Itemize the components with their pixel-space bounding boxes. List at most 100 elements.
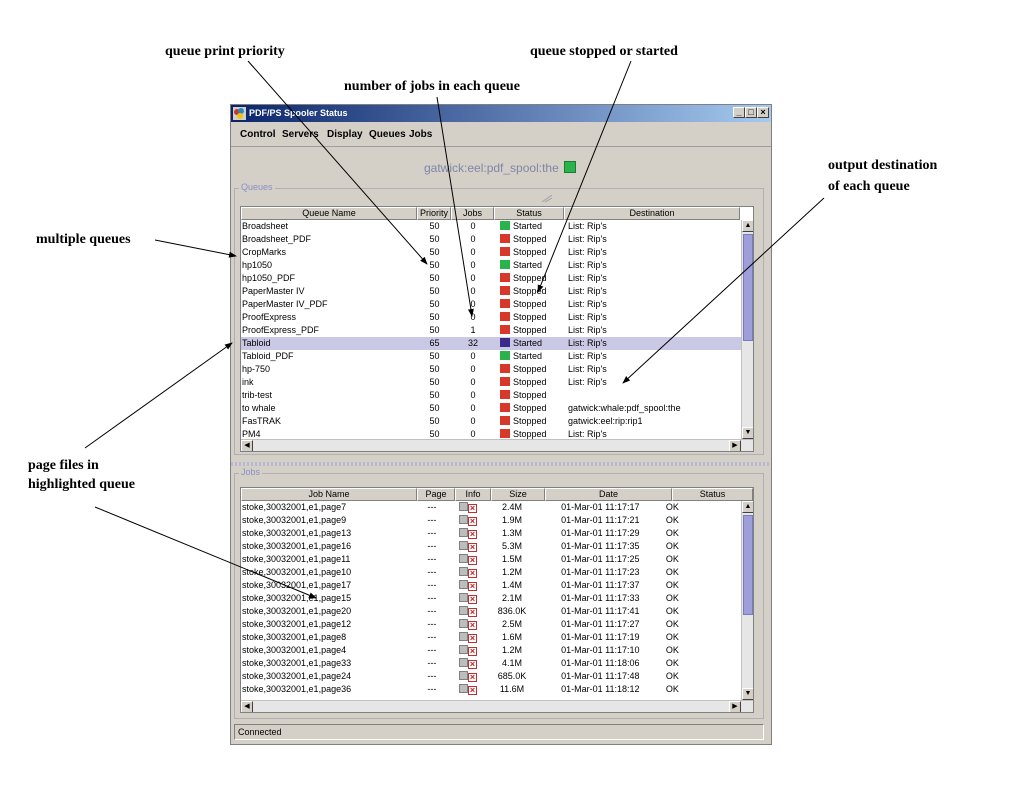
scroll-down-icon[interactable]: ▼: [742, 427, 753, 439]
info-preview-icon[interactable]: [459, 645, 469, 654]
info-delete-icon[interactable]: ×: [468, 620, 478, 630]
info-preview-icon[interactable]: [459, 619, 469, 628]
column-header[interactable]: Status: [672, 488, 753, 501]
job-info[interactable]: ×: [450, 670, 485, 683]
info-delete-icon[interactable]: ×: [468, 607, 478, 617]
job-info[interactable]: ×: [450, 631, 485, 644]
info-delete-icon[interactable]: ×: [468, 581, 478, 591]
info-preview-icon[interactable]: [459, 515, 469, 524]
info-delete-icon[interactable]: ×: [468, 659, 478, 669]
queues-vertical-scrollbar[interactable]: ▲ ▼: [741, 220, 753, 439]
panel-splitter[interactable]: [231, 462, 771, 466]
queues-scroll-thumb[interactable]: [743, 234, 753, 341]
info-delete-icon[interactable]: ×: [468, 516, 478, 526]
info-preview-icon[interactable]: [459, 671, 469, 680]
job-info[interactable]: ×: [450, 657, 485, 670]
job-info[interactable]: ×: [450, 683, 485, 696]
info-delete-icon[interactable]: ×: [468, 672, 478, 682]
job-info[interactable]: ×: [450, 605, 485, 618]
info-delete-icon[interactable]: ×: [468, 568, 478, 578]
job-info[interactable]: ×: [450, 644, 485, 657]
info-delete-icon[interactable]: ×: [468, 594, 478, 604]
scroll-right-icon[interactable]: ▶: [729, 701, 741, 712]
info-preview-icon[interactable]: [459, 580, 469, 589]
maximize-button[interactable]: □: [745, 107, 757, 118]
job-info[interactable]: ×: [450, 553, 485, 566]
menu-servers[interactable]: Servers: [282, 129, 319, 140]
info-preview-icon[interactable]: [459, 567, 469, 576]
menu-queues[interactable]: Queues: [369, 129, 406, 140]
job-info[interactable]: ×: [450, 501, 485, 514]
column-header[interactable]: Jobs: [451, 207, 494, 220]
info-delete-icon[interactable]: ×: [468, 542, 478, 552]
info-delete-icon[interactable]: ×: [468, 555, 478, 565]
close-button[interactable]: ×: [757, 107, 769, 118]
job-info[interactable]: ×: [450, 592, 485, 605]
info-preview-icon[interactable]: [459, 658, 469, 667]
job-info[interactable]: ×: [450, 618, 485, 631]
info-preview-icon[interactable]: [459, 528, 469, 537]
info-delete-icon[interactable]: ×: [468, 529, 478, 539]
jobs-horizontal-scrollbar[interactable]: ◀ ▶: [241, 700, 753, 712]
job-info[interactable]: ×: [450, 540, 485, 553]
queues-horizontal-scrollbar[interactable]: ◀ ▶: [241, 439, 753, 451]
scroll-left-icon[interactable]: ◀: [241, 440, 253, 451]
jobs-scroll-thumb[interactable]: [743, 515, 753, 615]
info-preview-icon[interactable]: [459, 632, 469, 641]
menu-control[interactable]: Control: [240, 129, 276, 140]
info-delete-icon[interactable]: ×: [468, 633, 478, 643]
info-preview-icon[interactable]: [459, 554, 469, 563]
info-delete-icon[interactable]: ×: [468, 685, 478, 695]
info-preview-icon[interactable]: [459, 684, 469, 693]
scroll-up-icon[interactable]: ▲: [742, 220, 753, 232]
column-header[interactable]: Job Name: [241, 488, 417, 501]
column-header[interactable]: Info: [455, 488, 491, 501]
column-header[interactable]: Status: [494, 207, 564, 220]
scroll-up-icon[interactable]: ▲: [742, 501, 753, 513]
scroll-right-icon[interactable]: ▶: [729, 440, 741, 451]
title-bar[interactable]: PDF/PS Spooler Status _ □ ×: [231, 105, 771, 122]
info-preview-icon[interactable]: [459, 502, 469, 511]
jobs-vertical-scrollbar[interactable]: ▲ ▼: [741, 501, 753, 700]
info-preview-icon[interactable]: [459, 541, 469, 550]
info-preview-icon[interactable]: [459, 593, 469, 602]
job-info[interactable]: ×: [450, 527, 485, 540]
job-info[interactable]: ×: [450, 514, 485, 527]
scroll-down-icon[interactable]: ▼: [742, 688, 753, 700]
info-delete-icon[interactable]: ×: [468, 503, 478, 513]
job-info[interactable]: ×: [450, 579, 485, 592]
column-header[interactable]: Page: [417, 488, 455, 501]
minimize-button[interactable]: _: [733, 107, 745, 118]
scroll-left-icon[interactable]: ◀: [241, 701, 253, 712]
menu-display[interactable]: Display: [327, 129, 363, 140]
column-header[interactable]: Size: [491, 488, 545, 501]
